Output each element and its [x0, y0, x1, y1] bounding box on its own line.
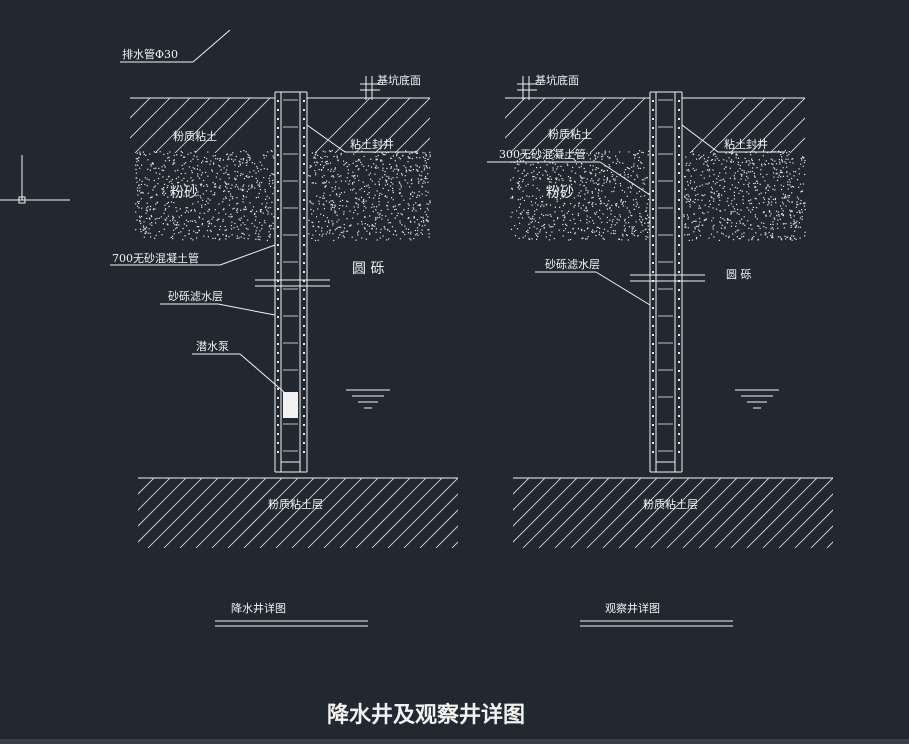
left-well-detail: 排水管Φ30 — [110, 29, 458, 627]
left-top-soil-hatch — [130, 98, 430, 153]
left-bottom-layer-label: 粉质粘土层 — [268, 497, 323, 511]
left-silty-clay-label: 粉质粘土 — [173, 129, 217, 143]
left-pump-leader: 潜水泵 — [192, 339, 285, 393]
right-filter-leader: 砂砾滤水层 — [535, 258, 651, 306]
left-filter-leader: 砂砾滤水层 — [160, 290, 276, 316]
left-silt-sand-dots — [135, 150, 431, 242]
left-gravel-label: 圆 砾 — [352, 261, 384, 277]
left-pipe-leader: 700无砂混凝土管 — [110, 244, 276, 266]
right-silt-sand-dots — [510, 150, 806, 242]
left-silt-sand-label: 粉砂 — [170, 185, 198, 201]
drawing-title: 降水井及观察井详图 — [327, 702, 525, 728]
drain-pipe-label: 排水管Φ30 — [122, 47, 178, 61]
submersible-pump — [283, 392, 298, 418]
left-clay-seal-label: 粘土封井 — [350, 137, 394, 151]
right-well-pipe — [649, 91, 683, 473]
right-clay-seal-label: 粘土封井 — [724, 137, 768, 151]
drain-pipe-leader: 排水管Φ30 — [120, 29, 231, 63]
left-pump-label: 潜水泵 — [196, 339, 229, 353]
right-bottom-layer-label: 粉质粘土层 — [643, 497, 698, 511]
left-pipe-label: 700无砂混凝土管 — [112, 251, 199, 265]
right-pit-bottom-marker: 基坑底面 — [517, 73, 579, 100]
right-bottom-soil-hatch — [513, 478, 833, 548]
right-pipe-label: 300无砂混凝土管 — [499, 147, 586, 161]
right-clay-seal-leader: 粘土封井 — [681, 124, 785, 153]
left-caption: 降水井详图 — [231, 601, 286, 615]
left-filter-label: 砂砾滤水层 — [168, 290, 223, 303]
right-pipe-leader: 300无砂混凝土管 — [487, 147, 651, 196]
right-caption: 观察井详图 — [605, 601, 660, 615]
right-pit-bottom-label: 基坑底面 — [535, 73, 579, 87]
left-well-pipe — [274, 91, 308, 473]
right-well-detail: 基坑底面 粉质粘土 300无砂混凝土管 粘土封井 粉砂 砂砾滤水层 圆 砾 粉质… — [487, 73, 833, 627]
right-gravel-label: 圆 砾 — [726, 268, 752, 281]
left-water-table-symbol — [346, 389, 390, 409]
right-break-line — [630, 274, 705, 282]
right-top-soil-hatch — [505, 98, 805, 153]
left-pit-bottom-label: 基坑底面 — [377, 73, 421, 87]
right-filter-label: 砂砾滤水层 — [545, 258, 600, 271]
status-strip — [0, 739, 909, 744]
right-silt-sand-label: 粉砂 — [546, 185, 574, 201]
left-bottom-soil-hatch — [138, 478, 458, 548]
left-pit-bottom-marker: 基坑底面 — [360, 73, 421, 100]
right-water-table-symbol — [735, 389, 779, 409]
left-clay-seal-leader: 粘土封井 — [306, 124, 415, 153]
left-break-line — [255, 279, 330, 287]
ucs-icon — [0, 155, 70, 204]
right-silty-clay-label: 粉质粘土 — [548, 127, 592, 141]
